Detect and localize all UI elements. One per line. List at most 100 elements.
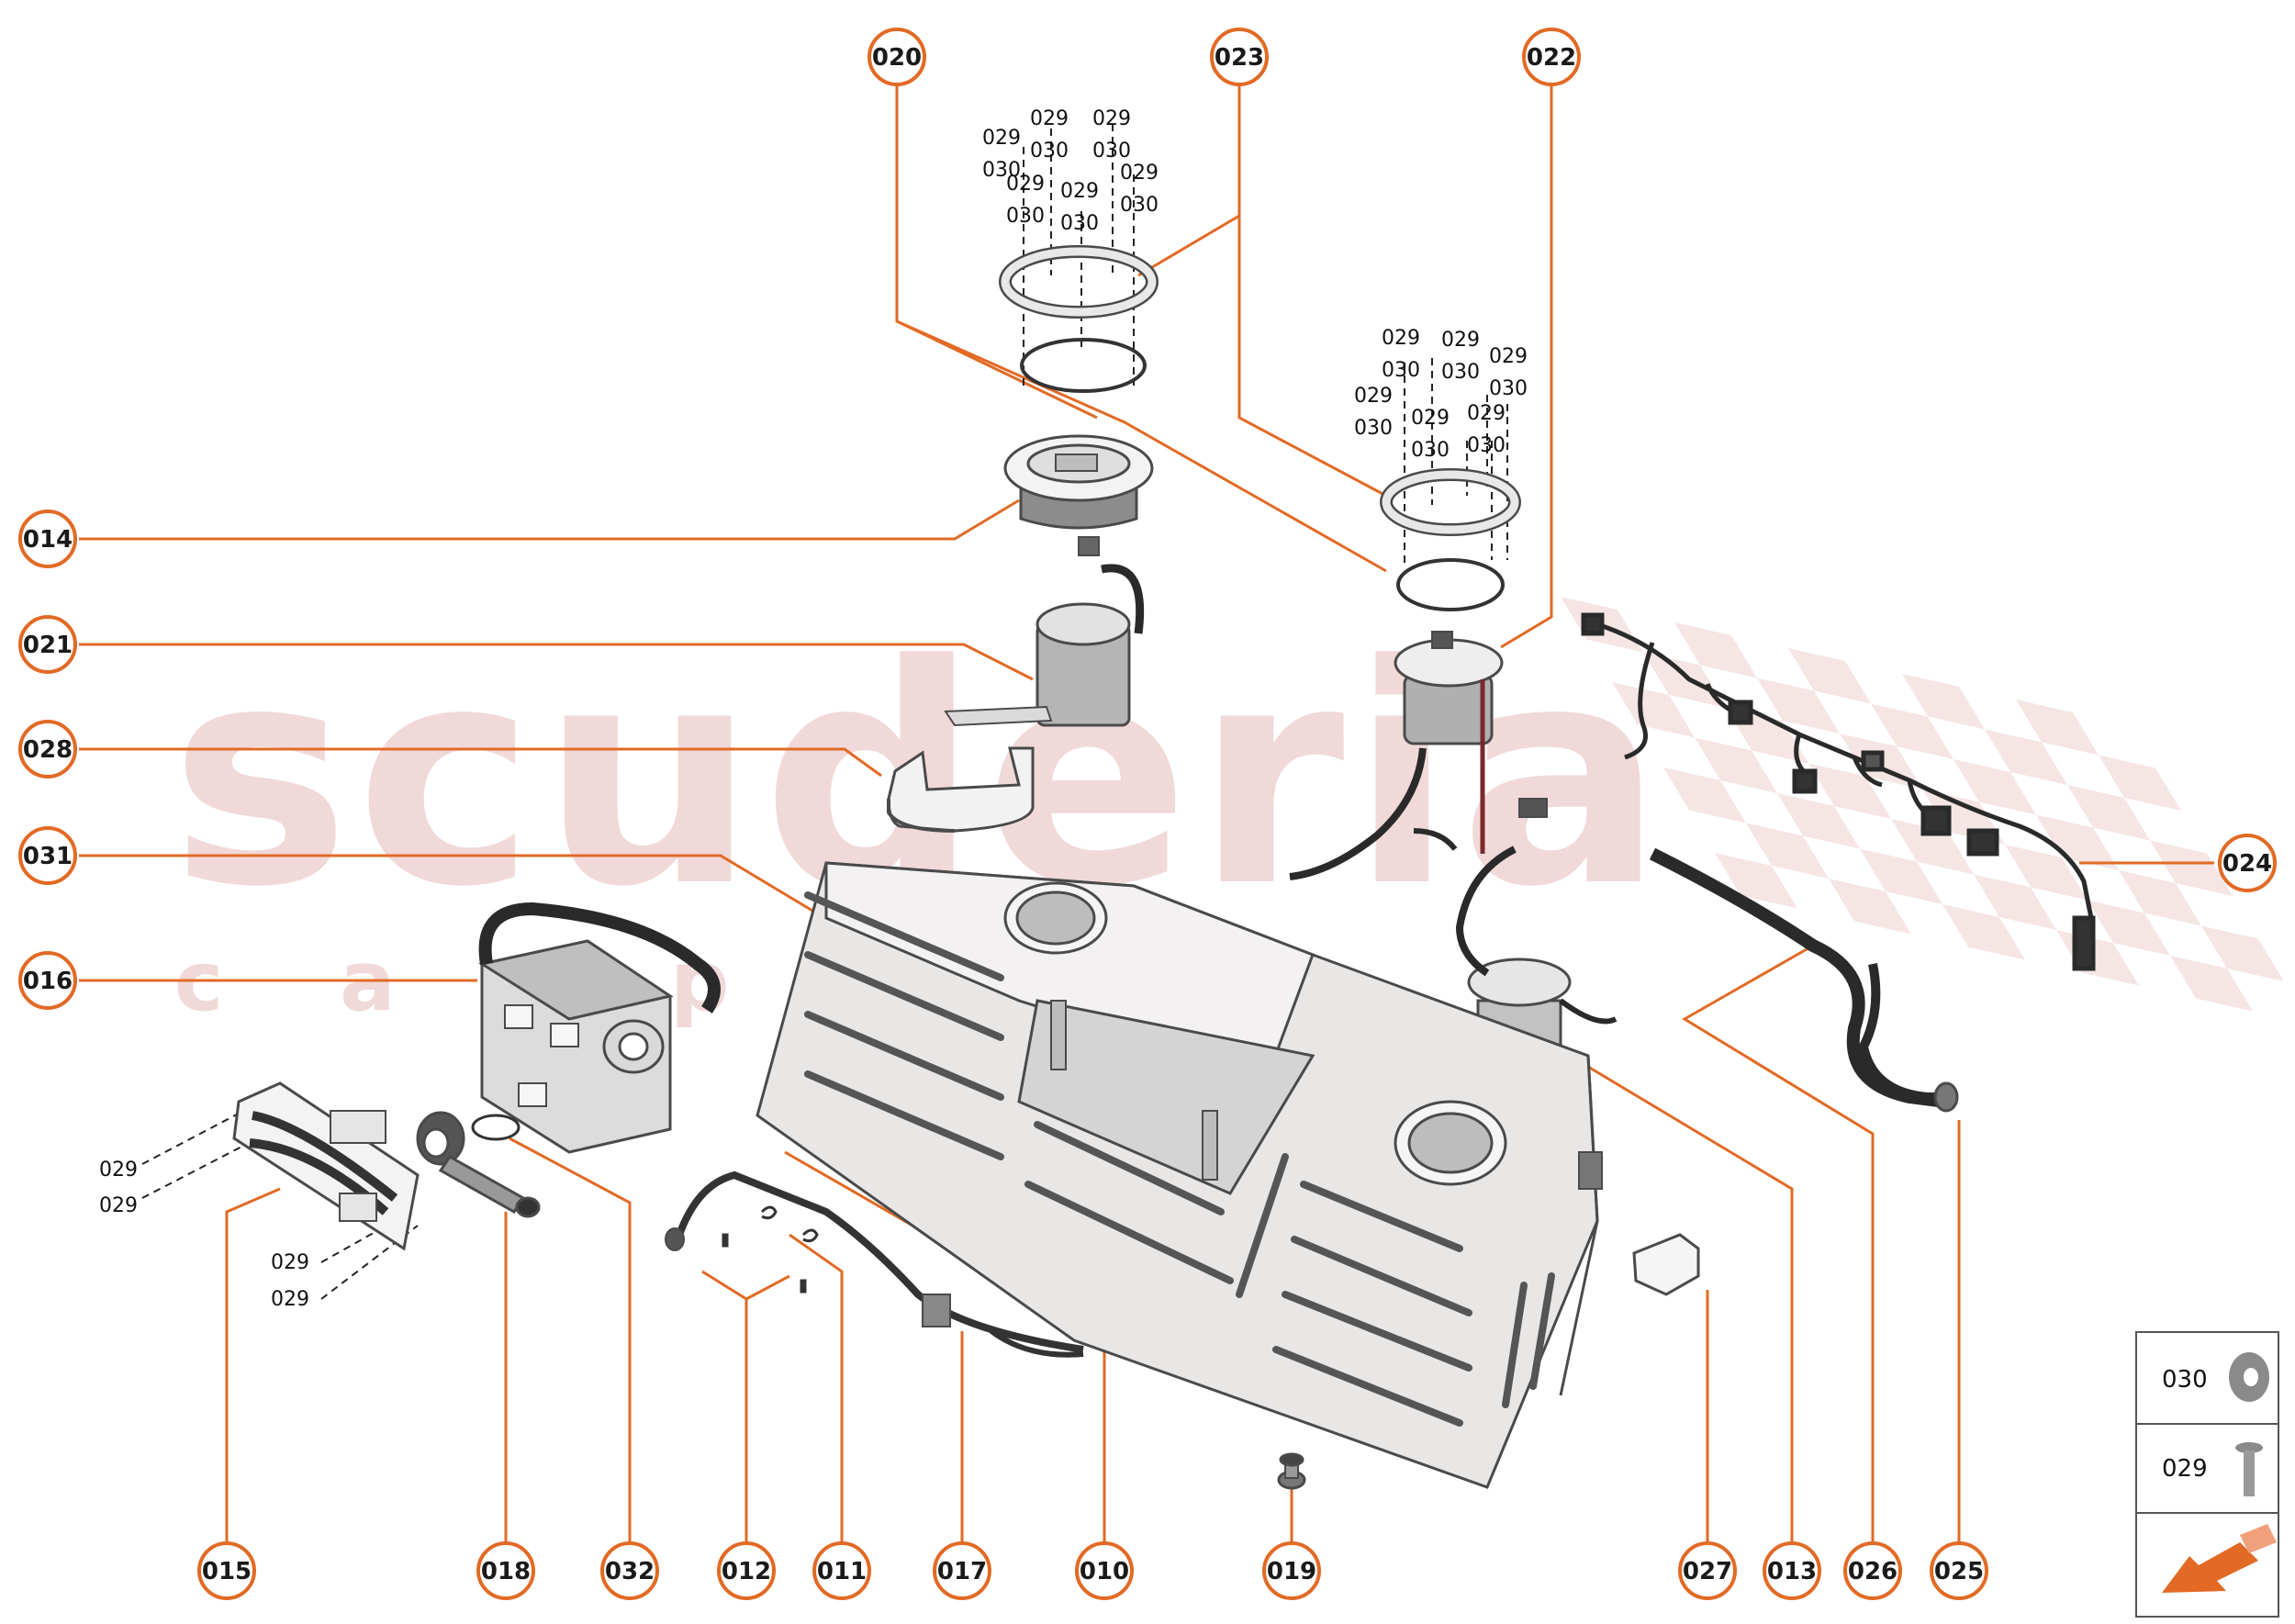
foam-pad [1632,1233,1700,1296]
callout-circle[interactable] [197,1541,256,1600]
callout-label[interactable]: 027 [1683,1558,1732,1585]
callout-label[interactable]: 015 [202,1558,252,1585]
baffle-tray [887,746,1035,833]
callout-019[interactable]: 019 [1262,1541,1321,1600]
checker-cell [1871,703,1954,759]
drain-valve [1277,1452,1306,1490]
callout-026[interactable]: 026 [1843,1541,1902,1600]
fuel-pump-module [944,536,1145,727]
svg-text:029: 029 [99,1194,138,1217]
callout-label[interactable]: 014 [23,526,73,554]
callout-027[interactable]: 027 [1678,1541,1737,1600]
callout-circle[interactable] [717,1541,776,1600]
checker-cell [1695,737,1777,793]
callout-018[interactable]: 018 [476,1541,535,1600]
seal-gasket-right [1396,558,1505,611]
checker-cell [1985,729,2067,785]
callout-025[interactable]: 025 [1930,1541,1988,1600]
callout-014[interactable]: 014 [18,510,77,568]
checker-cell [2170,956,2253,1012]
svg-text:029: 029 [1060,180,1099,203]
flange-ring-top [999,245,1159,319]
callout-020[interactable]: 020 [868,28,926,86]
callout-label[interactable]: 031 [23,843,73,870]
callout-label[interactable]: 013 [1767,1558,1817,1585]
pump-lid [1003,434,1154,530]
callout-031[interactable]: 031 [18,826,77,885]
callout-circle[interactable] [18,615,77,674]
checker-cell [1788,648,1871,704]
callout-label[interactable]: 028 [23,736,73,764]
parts [232,245,2096,1490]
callout-label[interactable]: 019 [1267,1558,1316,1585]
checker-cell [1777,793,1860,849]
callout-circle[interactable] [933,1541,991,1600]
callout-label[interactable]: 016 [23,968,73,995]
svg-text:030: 030 [1006,205,1045,228]
callout-circle[interactable] [1678,1541,1737,1600]
callout-circle[interactable] [1210,28,1269,86]
callout-024[interactable]: 024 [2218,834,2277,892]
callout-011[interactable]: 011 [812,1541,871,1600]
svg-text:029: 029 [1467,402,1506,425]
checker-cell [2088,900,2170,956]
callout-circle[interactable] [868,28,926,86]
callout-circle[interactable] [476,1541,535,1600]
checker-cell [1942,904,2025,960]
checker-cell [2036,814,2119,870]
callout-023[interactable]: 023 [1210,28,1269,86]
callout-circle[interactable] [1843,1541,1902,1600]
checker-cell [1612,682,1695,738]
checker-cell [1757,678,1840,734]
svg-text:029: 029 [99,1159,138,1182]
callout-label[interactable]: 032 [605,1558,655,1585]
callout-circle[interactable] [1075,1541,1134,1600]
callout-label[interactable]: 011 [817,1558,867,1585]
callout-circle[interactable] [2218,834,2277,892]
callout-circle[interactable] [18,510,77,568]
callout-label[interactable]: 026 [1848,1558,1898,1585]
callout-circle[interactable] [600,1541,659,1600]
arrow-next-icon[interactable] [2162,1524,2277,1593]
callout-circle[interactable] [812,1541,871,1600]
callout-label[interactable]: 018 [481,1558,531,1585]
callout-021[interactable]: 021 [18,615,77,674]
callout-circle[interactable] [1522,28,1581,86]
svg-text:030: 030 [1060,212,1099,235]
callout-013[interactable]: 013 [1763,1541,1821,1600]
callout-016[interactable]: 016 [18,951,77,1010]
callout-label[interactable]: 023 [1215,44,1264,72]
callout-label[interactable]: 021 [23,632,73,659]
callout-label[interactable]: 012 [722,1558,771,1585]
checker-cell [1808,763,1891,819]
callout-label[interactable]: 025 [1934,1558,1984,1585]
callout-label[interactable]: 024 [2222,850,2272,878]
callout-label[interactable]: 020 [872,44,922,72]
callout-circle[interactable] [1930,1541,1988,1600]
callout-017[interactable]: 017 [933,1541,991,1600]
callout-circle[interactable] [18,826,77,885]
callout-circle[interactable] [1763,1541,1821,1600]
callout-015[interactable]: 015 [197,1541,256,1600]
svg-text:029: 029 [1411,407,1450,430]
callout-circle[interactable] [18,720,77,778]
checker-cell [1674,622,1757,678]
svg-text:030: 030 [1467,434,1506,457]
callout-label[interactable]: 017 [937,1558,987,1585]
callout-circle[interactable] [18,951,77,1010]
callout-028[interactable]: 028 [18,720,77,778]
fuel-tank [756,861,1603,1489]
callout-012[interactable]: 012 [717,1541,776,1600]
callout-010[interactable]: 010 [1075,1541,1134,1600]
callout-label[interactable]: 022 [1527,44,1576,72]
washer-icon [2229,1352,2269,1402]
callout-032[interactable]: 032 [600,1541,659,1600]
seal-gasket-top [1020,338,1147,393]
callout-022[interactable]: 022 [1522,28,1581,86]
callout-label[interactable]: 010 [1080,1558,1129,1585]
fuel-pump-module-right [1289,631,1504,880]
callout-circle[interactable] [1262,1541,1321,1600]
svg-text:029: 029 [1354,385,1393,408]
checker-cell [2201,925,2284,981]
screw-icon [2235,1442,2263,1496]
